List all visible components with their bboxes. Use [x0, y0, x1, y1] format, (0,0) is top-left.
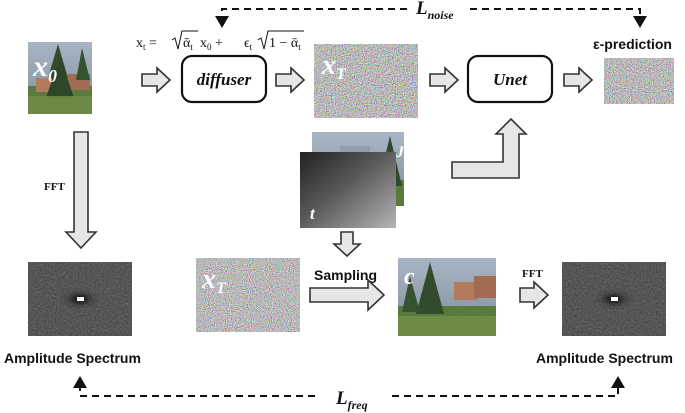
formula-alpha-bar: ᾱt: [183, 36, 193, 52]
loss-noise-loop: Lnoise: [215, 0, 647, 28]
formula-x0: x0 +: [200, 36, 223, 52]
unet-label: Unet: [493, 70, 528, 89]
loss-noise-arrowhead-left: [215, 16, 229, 28]
arrow-condition-to-sampling: [331, 231, 363, 258]
forward-diffusion-formula: xt = ᾱt x0 + ϵt 1 − ᾱt: [136, 30, 304, 52]
eps-prediction-texture: [604, 58, 674, 104]
formula-one-minus-alpha: 1 − ᾱt: [269, 36, 301, 52]
arrow-unet-to-eps: [563, 66, 594, 94]
arrow-diffuser-to-xT: [275, 66, 306, 94]
jc-label: Jc: [395, 142, 408, 161]
x0-image: [28, 42, 92, 114]
sqrt-sign-2: [257, 30, 304, 50]
sqrt-sign-1: [171, 30, 198, 50]
amplitude-spectrum-left-label: Amplitude Spectrum: [4, 350, 141, 366]
loss-noise-line-right: [470, 8, 641, 18]
loss-freq-line-left: [79, 384, 318, 397]
xT-noise-texture: [314, 44, 418, 118]
amplitude-spectrum-right-label: Amplitude Spectrum: [536, 350, 673, 366]
arrow-sampling: [309, 278, 386, 312]
fft-right-label: FFT: [522, 268, 543, 280]
diffuser-label: diffuser: [197, 70, 252, 89]
xT-noise-texture-bottom: [196, 258, 300, 332]
loss-freq-arrowhead-right: [611, 376, 625, 388]
c-label: c: [404, 264, 415, 290]
sampling-label: Sampling: [314, 267, 377, 283]
c-output-image: [398, 258, 496, 336]
unet-box: [466, 54, 554, 104]
arrow-condition-to-unet: [451, 117, 528, 179]
xT-label-bottom: xT: [201, 264, 227, 297]
loss-freq-label: Lfreq: [335, 388, 368, 412]
loss-freq-arrowhead-left: [73, 376, 87, 388]
t-transmission-texture: [300, 152, 396, 228]
fft-left-label: FFT: [44, 181, 65, 193]
loss-noise-arrowhead-right: [633, 16, 647, 28]
spectrum-left-dc-peak: [77, 297, 84, 301]
arrow-x0-to-diffuser: [141, 66, 172, 94]
loss-noise-line-left: [221, 8, 412, 23]
xT-label-top: xT: [321, 50, 347, 83]
x0-label: x0: [32, 50, 57, 86]
loss-freq-loop: Lfreq: [73, 376, 625, 412]
t-label: t: [310, 204, 316, 223]
diffuser-box: [180, 54, 268, 104]
loss-freq-line-right: [392, 384, 619, 397]
spectrum-right-dc-peak: [611, 297, 618, 301]
formula-epsilon: ϵt: [244, 36, 253, 52]
loss-noise-label: Lnoise: [415, 0, 454, 22]
arrow-xT-to-unet: [429, 66, 460, 94]
arrow-fft-right: [519, 280, 550, 310]
formula-lhs: xt =: [136, 36, 157, 52]
arrow-fft-left: [64, 131, 98, 250]
eps-prediction-label: ε-prediction: [593, 36, 672, 52]
